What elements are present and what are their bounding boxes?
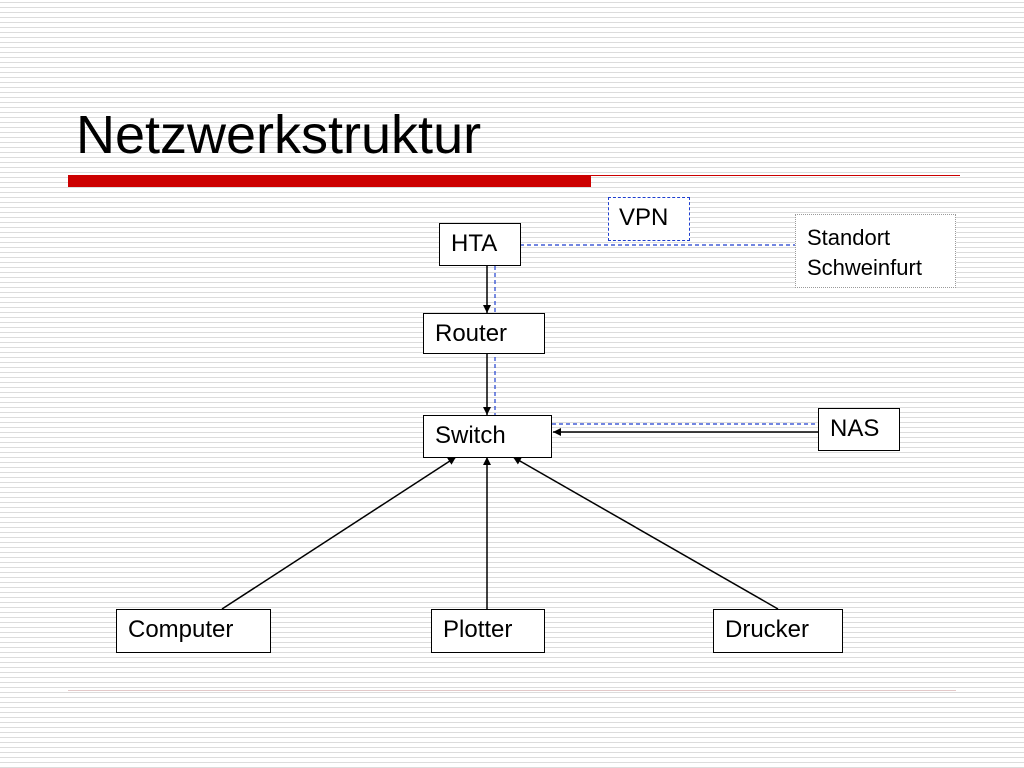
- drucker-node-label: Drucker: [725, 616, 810, 643]
- nas-node: NAS: [818, 408, 900, 451]
- link-computer-switch: [221, 456, 457, 610]
- vpn-label-text: VPN: [619, 204, 669, 231]
- title-underline: [591, 175, 960, 176]
- vpn-label: VPN: [608, 197, 690, 241]
- standort-line-1: Standort: [807, 225, 891, 250]
- link-drucker-switch: [512, 456, 779, 610]
- slide-title: Netzwerkstruktur: [76, 105, 482, 165]
- title-accent-bar: [68, 175, 591, 187]
- computer-node-label: Computer: [128, 616, 234, 643]
- router-node-label: Router: [435, 320, 508, 347]
- drucker-node: Drucker: [713, 609, 843, 653]
- footer-divider: [68, 690, 956, 691]
- plotter-node: Plotter: [431, 609, 545, 653]
- router-node: Router: [423, 313, 545, 354]
- standort-schweinfurt-node: Standort Schweinfurt: [795, 214, 956, 288]
- computer-node: Computer: [116, 609, 271, 653]
- switch-node: Switch: [423, 415, 552, 458]
- standort-line-2: Schweinfurt: [807, 255, 922, 280]
- nas-node-label: NAS: [830, 415, 880, 442]
- hta-node: HTA: [439, 223, 521, 266]
- plotter-node-label: Plotter: [443, 616, 513, 643]
- hta-node-label: HTA: [451, 230, 498, 257]
- switch-node-label: Switch: [435, 422, 506, 449]
